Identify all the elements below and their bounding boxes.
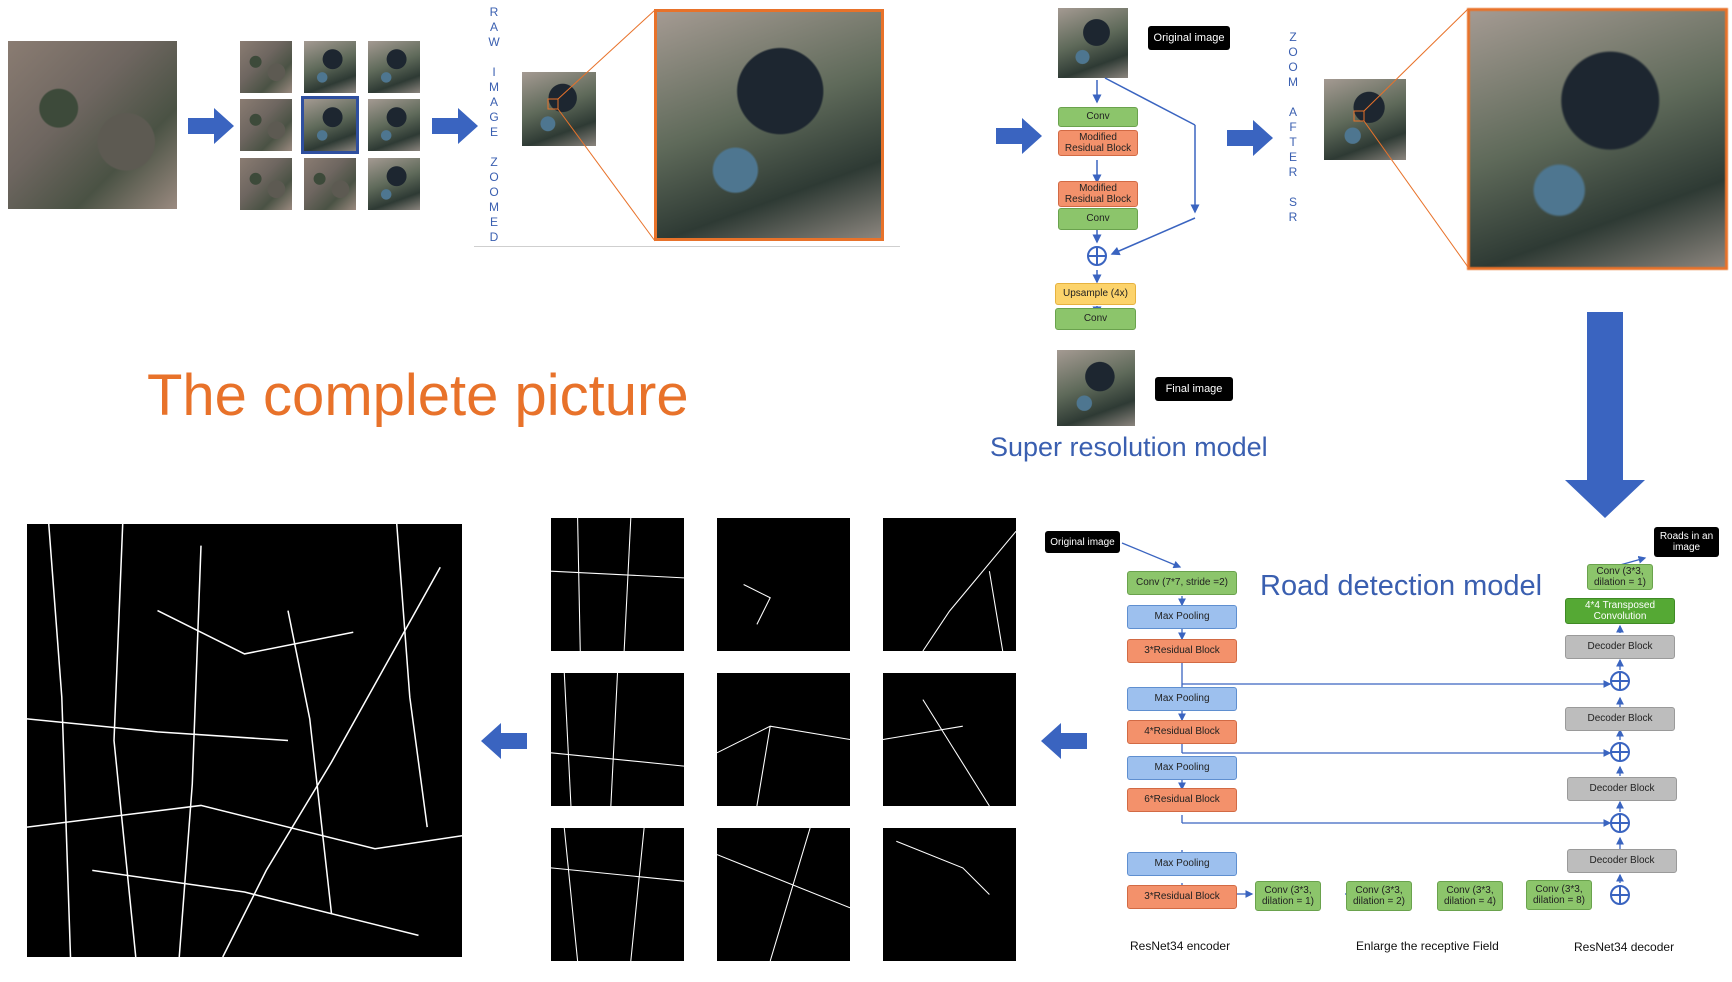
arrow-down-icon — [1565, 312, 1645, 518]
add-icon — [1610, 671, 1630, 691]
tile-grid — [240, 41, 422, 211]
sr-tile-thumbnail — [1324, 79, 1406, 160]
mask-tile — [883, 518, 1016, 651]
decoder-caption: ResNet34 decoder — [1574, 940, 1675, 954]
add-icon — [1610, 813, 1630, 833]
mask-tile — [883, 828, 1016, 961]
sr-final-thumbnail — [1057, 350, 1135, 426]
rd-decoder-block: Decoder Block — [1567, 849, 1677, 873]
page-title: The complete picture — [147, 363, 689, 428]
arrow-left-icon — [1041, 723, 1087, 759]
sr-original-label: Original image — [1148, 26, 1230, 50]
rd-input-label: Original image — [1045, 531, 1120, 553]
rd-decoder-block: 4*4 Transposed Convolution — [1565, 598, 1675, 624]
rd-encoder-block: Max Pooling — [1127, 605, 1237, 629]
tile — [240, 99, 292, 151]
tile — [240, 158, 292, 210]
tile — [368, 99, 420, 151]
sr-residual-block: Modified Residual Block — [1058, 181, 1138, 207]
zoom-lines — [547, 9, 656, 242]
sr-original-thumbnail — [1058, 8, 1128, 78]
arrow-right-icon — [188, 108, 234, 144]
sr-upsample-block: Upsample (4x) — [1055, 283, 1136, 305]
tile — [304, 158, 356, 210]
rd-encoder-block: Max Pooling — [1127, 687, 1237, 711]
rd-encoder-block: 4*Residual Block — [1127, 720, 1237, 744]
sr-model-title: Super resolution model — [990, 432, 1268, 462]
sr-conv-block: Conv — [1058, 107, 1138, 127]
rd-dilated-conv: Conv (3*3, dilation = 1) — [1255, 881, 1321, 911]
tile — [368, 158, 420, 210]
arrow-right-icon — [996, 118, 1042, 154]
arrow-left-icon — [481, 723, 527, 759]
zoom-lines — [1353, 8, 1469, 268]
arrow-right-icon — [432, 108, 478, 144]
tile — [240, 41, 292, 93]
mask-tile — [551, 828, 684, 961]
sr-conv-block: Conv — [1058, 208, 1138, 230]
mask-tile — [883, 673, 1016, 806]
arrow-right-icon — [1227, 120, 1273, 156]
add-icon — [1087, 246, 1107, 266]
add-icon — [1610, 885, 1630, 905]
raw-tile-thumbnail — [522, 72, 596, 146]
original-satellite-image — [8, 41, 177, 209]
sr-residual-block: Modified Residual Block — [1058, 130, 1138, 156]
final-road-mask — [27, 524, 462, 957]
rd-encoder-block: 3*Residual Block — [1127, 885, 1237, 909]
tile — [304, 41, 356, 93]
mask-tile — [717, 828, 850, 961]
mask-tile — [551, 673, 684, 806]
rd-decoder-block: Decoder Block — [1565, 707, 1675, 731]
sr-final-label: Final image — [1155, 377, 1233, 401]
add-icon — [1610, 742, 1630, 762]
rd-dilated-conv: Conv (3*3, dilation = 8) — [1526, 880, 1592, 910]
rd-encoder-block: Max Pooling — [1127, 756, 1237, 780]
mask-tile-grid — [551, 518, 1018, 961]
middle-caption: Enlarge the receptive Field — [1356, 939, 1499, 953]
tile — [368, 41, 420, 93]
tile-selected — [301, 96, 359, 154]
rd-encoder-block: Conv (7*7, stride =2) — [1127, 571, 1237, 595]
raw-zoomed-image — [654, 9, 884, 241]
encoder-caption: ResNet34 encoder — [1130, 939, 1231, 953]
rd-decoder-block: Decoder Block — [1565, 635, 1675, 659]
rd-encoder-block: Max Pooling — [1127, 852, 1237, 876]
sr-zoomed-image — [1467, 8, 1728, 270]
rd-decoder-block: Conv (3*3, dilation = 1) — [1587, 564, 1653, 590]
mask-tile — [551, 518, 684, 651]
sr-connectors — [1092, 77, 1200, 316]
mask-tile — [717, 673, 850, 806]
mask-tile — [717, 518, 850, 651]
rd-decoder-block: Decoder Block — [1567, 777, 1677, 801]
rd-dilated-conv: Conv (3*3, dilation = 2) — [1346, 881, 1412, 911]
rd-encoder-block: 3*Residual Block — [1127, 639, 1237, 663]
sr-conv-block: Conv — [1055, 308, 1136, 330]
rd-connectors — [1121, 542, 1647, 898]
rd-dilated-conv: Conv (3*3, dilation = 4) — [1437, 881, 1503, 911]
road-model-title: Road detection model — [1260, 570, 1543, 602]
rd-encoder-block: 6*Residual Block — [1127, 788, 1237, 812]
rd-output-label: Roads in an image — [1654, 527, 1719, 557]
